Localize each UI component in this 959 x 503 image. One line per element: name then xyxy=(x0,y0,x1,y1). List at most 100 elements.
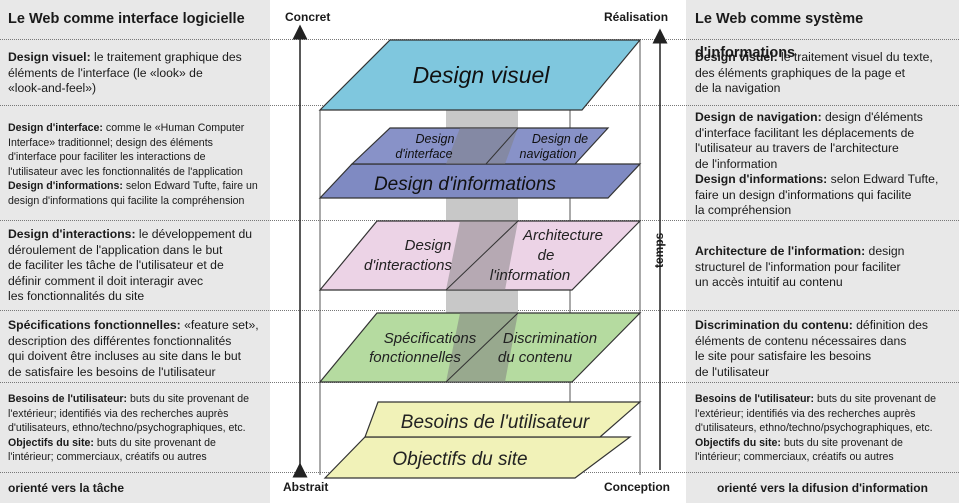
section-text: le site pour satisfaire les besoins xyxy=(695,349,872,363)
plane-besoins-label: Besoins de l'utilisateur xyxy=(401,412,590,433)
section-line: les fonctionnalités du site xyxy=(8,289,262,305)
section-text: d'interface pour faciliter les interacti… xyxy=(8,151,206,163)
section-term: Architecture de l'information: xyxy=(695,244,866,258)
plane-visual xyxy=(318,39,642,111)
section-term: Besoins de l'utilisateur: xyxy=(695,393,815,405)
section-text: de satisfaire les besoins de l'utilisate… xyxy=(8,364,216,379)
section-line: Interface» traditionnel; design des élém… xyxy=(8,136,262,151)
section-term: Besoins de l'utilisateur: xyxy=(8,393,128,405)
plane-architecture-label: Architecture xyxy=(522,227,603,244)
section-text: le traitement visuel du texte, xyxy=(777,50,933,64)
realisation-label: Réalisation xyxy=(604,10,669,24)
section-text: l'utilisateur avec les fonctionnalités d… xyxy=(8,165,243,178)
section-term: Objectifs du site: xyxy=(8,436,94,449)
section-line: éléments de l'interface (le «look» de xyxy=(8,66,262,82)
section-text: design d'informations qui facilite la co… xyxy=(8,194,245,207)
section-line: Spécifications fonctionnelles: «feature … xyxy=(8,318,262,334)
section-text: qui doivent être incluses au site dans l… xyxy=(8,349,242,363)
right-section-visual: Design visuel: le traitement visuel du t… xyxy=(686,50,959,97)
plane-informations-label: Design d'informations xyxy=(374,174,557,195)
section-line: Objectifs du site: buts du site provenan… xyxy=(8,436,262,451)
left-section-interactions: Design d'interactions: le développement … xyxy=(0,227,270,305)
section-line: des éléments graphiques de la page et xyxy=(695,66,951,82)
section-line: d'interface pour faciliter les interacti… xyxy=(8,150,262,165)
section-line: d'utilisateurs, ethno/techno/psychograph… xyxy=(695,421,951,436)
plane-besoins xyxy=(364,401,642,438)
section-line: l'intérieur; commerciaux, créatifs ou au… xyxy=(695,450,951,465)
section-text: déroulement de l'application dans le but xyxy=(8,242,223,257)
section-line: un accès intuitif au contenu xyxy=(695,275,951,291)
section-text: de la navigation xyxy=(695,81,781,95)
section-term: Design d'informations: xyxy=(8,180,123,192)
section-line: Design d'informations: selon Edward Tuft… xyxy=(695,172,951,188)
conception-label: Conception xyxy=(604,480,670,494)
section-term: Design d'interface: xyxy=(8,122,103,134)
section-line: Design d'interface: comme le «Human Comp… xyxy=(8,121,262,136)
section-line: de l'information xyxy=(695,157,951,173)
left-section-visual: Design visuel: le traitement graphique d… xyxy=(0,50,270,97)
section-text: de faciliter les tâche de l'utilisateur … xyxy=(8,258,224,272)
section-text: buts du site provenant de xyxy=(93,436,216,449)
section-text: de l'utilisateur xyxy=(695,364,770,379)
plane-specifications-label: Spécifications xyxy=(384,330,477,347)
section-term: Design visuel: xyxy=(695,50,778,64)
right-panel-title: Le Web comme système d'informations xyxy=(695,11,864,61)
section-text: définir comment il doit interagir avec xyxy=(8,273,204,288)
section-line: design d'informations qui facilite la co… xyxy=(8,194,262,209)
section-line: Design d'informations: selon Edward Tuft… xyxy=(8,179,262,194)
plane-architecture-label: de xyxy=(538,247,555,264)
section-term: Design visuel: xyxy=(8,50,91,64)
left-section-specifications: Spécifications fonctionnelles: «feature … xyxy=(0,318,270,380)
left-section-besoins: Besoins de l'utilisateur: buts du site p… xyxy=(0,392,270,465)
section-line: éléments de contenu nécessaires dans xyxy=(695,334,951,350)
time-label: temps xyxy=(652,232,666,268)
left-panel: Le Web comme interface logicielle Design… xyxy=(0,0,270,503)
section-term: Discrimination du contenu: xyxy=(695,318,853,332)
section-term: Spécifications fonctionnelles: xyxy=(8,318,181,332)
plane-objectifs-label: Objectifs du site xyxy=(392,449,527,470)
section-line: Design visuel: le traitement visuel du t… xyxy=(695,50,951,66)
section-line: de satisfaire les besoins de l'utilisate… xyxy=(8,365,262,381)
section-text: définition des xyxy=(852,318,928,332)
plane-navigation-label: Design de xyxy=(532,132,588,146)
left-section-interface: Design d'interface: comme le «Human Comp… xyxy=(0,121,270,208)
section-term: Design de navigation: xyxy=(695,110,822,124)
section-text: la compréhension xyxy=(695,203,792,217)
section-text: Interface» traditionnel; design des élém… xyxy=(8,136,213,149)
section-line: Architecture de l'information: design xyxy=(695,244,951,260)
right-panel-footer: orienté vers la difusion d'information xyxy=(717,481,928,495)
section-text: éléments de l'interface (le «look» de xyxy=(8,65,203,80)
section-line: de faciliter les tâche de l'utilisateur … xyxy=(8,258,262,274)
plane-navigation-label: navigation xyxy=(520,147,577,161)
section-term: Design d'interactions: xyxy=(8,227,136,241)
section-text: «feature set», xyxy=(180,318,259,332)
section-text: l'extérieur; identifiés via des recherch… xyxy=(8,407,229,420)
plane-interface-label: Design xyxy=(416,132,455,146)
section-text: buts du site provenant de xyxy=(780,436,903,449)
section-line: l'utilisateur avec les fonctionnalités d… xyxy=(8,165,262,180)
plane-visual-label: Design visuel xyxy=(413,62,551,88)
section-line: d'utilisateurs, ethno/techno/psychograph… xyxy=(8,421,262,436)
section-text: selon Edward Tufte, xyxy=(827,172,939,186)
section-line: l'utilisateur au travers de l'architectu… xyxy=(695,141,951,157)
section-line: le site pour satisfaire les besoins xyxy=(695,349,951,365)
section-line: Design visuel: le traitement graphique d… xyxy=(8,50,262,66)
section-line: Besoins de l'utilisateur: buts du site p… xyxy=(8,392,262,407)
section-line: Design de navigation: design d'éléments xyxy=(695,110,951,126)
section-text: des éléments graphiques de la page et xyxy=(695,65,906,80)
section-line: Objectifs du site: buts du site provenan… xyxy=(695,436,951,451)
left-panel-footer: orienté vers la tâche xyxy=(8,481,125,495)
concret-label: Concret xyxy=(285,10,331,24)
section-text: design xyxy=(865,244,905,258)
section-text: description des différentes fonctionnali… xyxy=(8,333,232,348)
section-line: l'intérieur; commerciaux, créatifs ou au… xyxy=(8,450,262,465)
section-line: de la navigation xyxy=(695,81,951,97)
section-text: faire un design d'informations qui facil… xyxy=(695,187,912,202)
section-line: déroulement de l'application dans le but xyxy=(8,243,262,259)
section-line: définir comment il doit interagir avec xyxy=(8,274,262,290)
section-text: design d'éléments xyxy=(821,110,923,124)
section-line: l'extérieur; identifiés via des recherch… xyxy=(695,407,951,422)
